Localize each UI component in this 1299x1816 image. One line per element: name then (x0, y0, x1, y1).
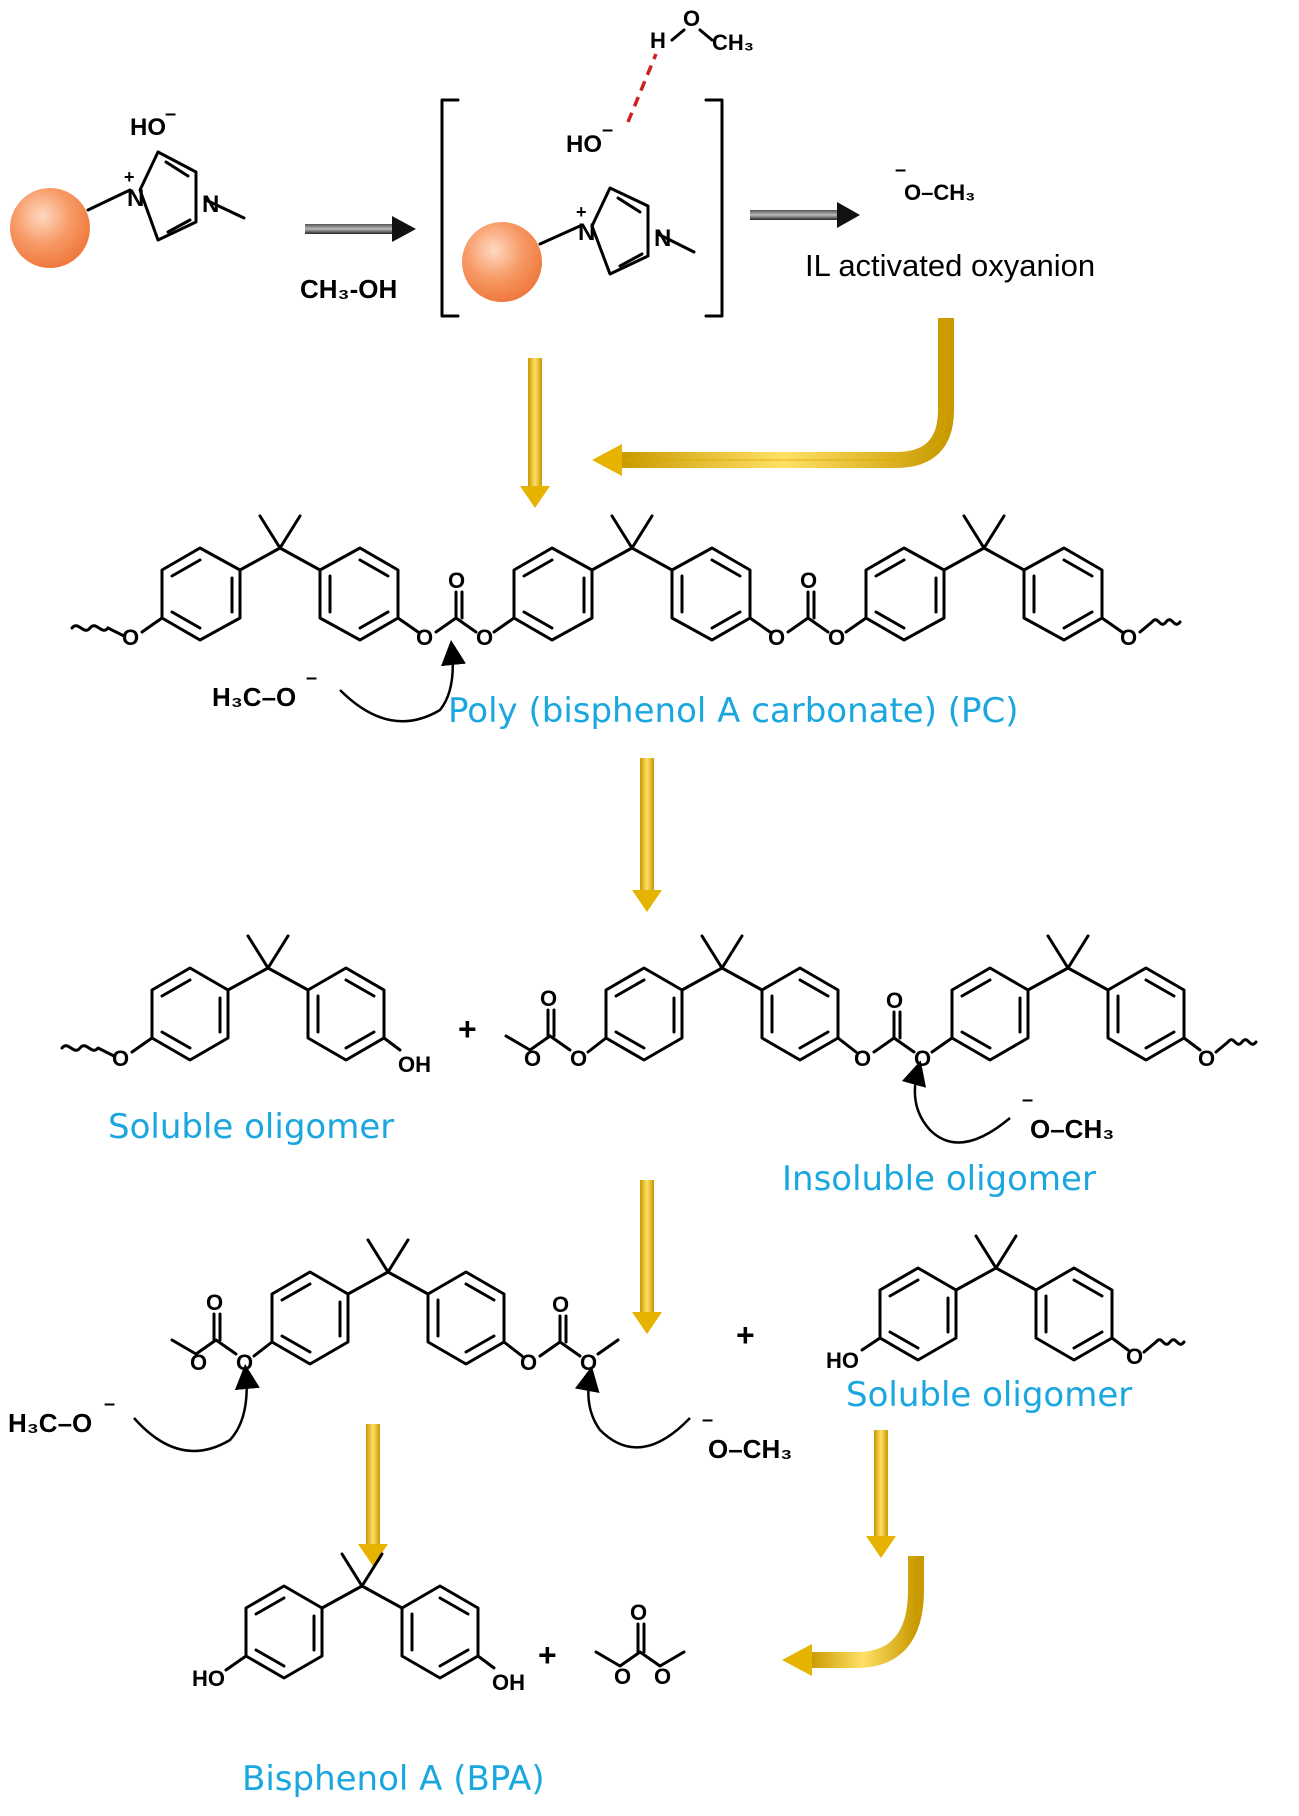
gold-arrow-down-4 (358, 1424, 388, 1566)
methanol-reagent: CH₃-OH (300, 274, 397, 304)
hydroxide-label: HO (130, 114, 166, 141)
oxygen-label: O (768, 625, 785, 650)
cation-charge: + (124, 167, 135, 187)
polycarbonate-structure: O O O O O O O O (70, 514, 1182, 650)
soluble-oligomer-caption: Soluble oligomer (108, 1107, 394, 1147)
methoxide-formula: O–CH₃ (904, 180, 975, 205)
hydroxyl-label: OH (398, 1052, 431, 1077)
soluble-oligomer-2: HO O Soluble oligomer (826, 1234, 1186, 1415)
oxygen-label: O (654, 1664, 671, 1689)
oxygen-label: O (122, 625, 139, 650)
oxygen-label: O (886, 988, 903, 1013)
plus-sign: + (736, 1317, 755, 1353)
gold-arrow-down-3 (632, 1180, 662, 1334)
anion-charge: – (306, 667, 317, 689)
insoluble-oligomer-caption: Insoluble oligomer (782, 1159, 1096, 1199)
oxygen-label: O (540, 986, 557, 1011)
oxygen-label: O (520, 1350, 537, 1375)
methoxide-attack-4: – O–CH₃ (574, 1366, 792, 1464)
oxygen-label: O (112, 1046, 129, 1071)
bpa-dicarbonate: O O O O O O (170, 1238, 620, 1375)
hydroxide-label: HO (566, 131, 602, 158)
hydrogen-label: H (650, 28, 666, 53)
gold-arrow-curved-2 (782, 1556, 924, 1676)
activated-intermediate: N N + HO – H O CH₃ (440, 6, 754, 318)
imidazolium-ring (590, 186, 650, 276)
polymer-bead (462, 222, 542, 302)
hydroxyl-label: HO (826, 1348, 859, 1373)
oxygen-label: O (828, 625, 845, 650)
bpa-caption: Bisphenol A (BPA) (242, 1759, 545, 1799)
oxyanion-caption: IL activated oxyanion (805, 248, 1095, 283)
plus-sign: + (458, 1011, 477, 1047)
curved-arrow (901, 1060, 1011, 1144)
nitrogen-label: N (127, 185, 144, 212)
supported-ionic-liquid: N N + HO – (10, 103, 246, 268)
oxygen-label: O (800, 568, 817, 593)
hydroxide-charge: – (602, 119, 613, 141)
oxygen-label: O (190, 1350, 207, 1375)
oxygen-label: O (854, 1046, 871, 1071)
reaction-arrow-1: CH₃-OH (300, 216, 416, 304)
methoxide-attack-3: H₃C–O – (8, 1364, 260, 1453)
gold-arrow-down-1 (520, 358, 550, 508)
oxygen-label: O (552, 1292, 569, 1317)
plus-sign: + (538, 1637, 557, 1673)
methyl-label: CH₃ (712, 30, 754, 55)
methoxide-formula: H₃C–O (8, 1408, 92, 1438)
insoluble-oligomer: O O O O O O O (504, 934, 1258, 1071)
curved-arrow (339, 640, 466, 723)
oxygen-label: O (614, 1664, 631, 1689)
polycarbonate-caption: Poly (bisphenol A carbonate) (PC) (448, 691, 1019, 731)
curved-arrow (574, 1366, 691, 1449)
anion-charge: – (702, 1409, 713, 1431)
oxygen-label: O (1120, 625, 1137, 650)
oxygen-label: O (1198, 1046, 1215, 1071)
dimethyl-carbonate: O O O (594, 1600, 686, 1689)
cation-charge: + (576, 202, 587, 222)
hydroxyl-label: HO (192, 1666, 225, 1691)
oxygen-label: O (448, 568, 465, 593)
oxygen-label: O (416, 625, 433, 650)
gold-arrow-down-2 (632, 758, 662, 912)
oxygen-label: O (683, 6, 700, 31)
anion-charge: – (895, 159, 906, 181)
nitrogen-label: N (578, 219, 595, 246)
oxygen-label: O (1126, 1344, 1143, 1369)
reaction-arrow-2 (750, 202, 860, 228)
gold-arrow-down-5 (866, 1430, 896, 1558)
oxygen-label: O (236, 1350, 253, 1375)
hydrogen-bond (626, 53, 658, 123)
gold-arrow-curved-1 (592, 318, 954, 476)
oxygen-label: O (206, 1290, 223, 1315)
oxygen-label: O (580, 1350, 597, 1375)
nitrogen-label: N (654, 225, 671, 252)
curved-arrow (133, 1364, 260, 1453)
anion-charge: – (104, 1393, 115, 1415)
oxygen-label: O (914, 1046, 931, 1071)
oxygen-label: O (570, 1046, 587, 1071)
anion-charge: – (1022, 1089, 1033, 1111)
methoxide-attack-1: H₃C–O – Poly (bisphenol A carbonate) (PC… (212, 640, 1019, 731)
hydroxide-charge: – (165, 103, 176, 125)
soluble-oligomer-1: O OH Soluble oligomer (60, 934, 431, 1147)
oxygen-label: O (476, 625, 493, 650)
hydroxyl-label: OH (492, 1670, 525, 1695)
methoxide-formula: H₃C–O (212, 682, 296, 712)
methoxide-formula: O–CH₃ (1030, 1114, 1114, 1144)
bisphenol-a: HO OH Bisphenol A (BPA) (192, 1552, 545, 1799)
oxygen-label: O (524, 1046, 541, 1071)
oxygen-label: O (630, 1600, 647, 1625)
methoxide-attack-2: – O–CH₃ Insoluble oligomer (782, 1060, 1114, 1199)
methoxide-formula: O–CH₃ (708, 1434, 792, 1464)
soluble-oligomer-caption: Soluble oligomer (846, 1375, 1132, 1415)
imidazolium-ring (138, 150, 198, 242)
nitrogen-label: N (202, 191, 219, 218)
oxyanion: – O–CH₃ IL activated oxyanion (805, 159, 1095, 283)
polymer-bead (10, 188, 90, 268)
